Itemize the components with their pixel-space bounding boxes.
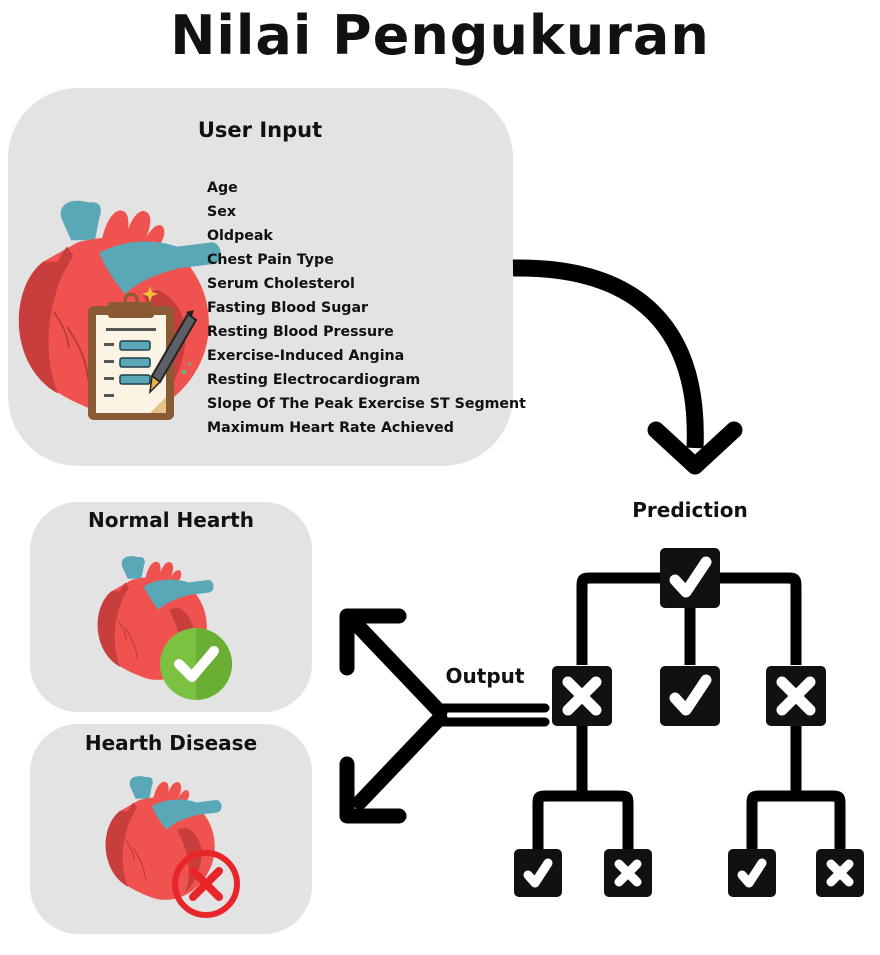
tree-left-cross-icon — [552, 666, 612, 726]
tree-leaf-check-icon — [728, 849, 776, 897]
input-item: Sex — [207, 204, 236, 220]
tree-leaf-cross-icon — [604, 849, 652, 897]
decision-tree-icon — [514, 548, 864, 897]
user-input-list: Age Sex Oldpeak Chest Pain Type Serum Ch… — [207, 176, 526, 440]
output-label: Output — [445, 664, 525, 688]
arrow-to-prediction — [512, 259, 743, 475]
input-item: Resting Blood Pressure — [207, 324, 394, 340]
prediction-label: Prediction — [632, 498, 748, 522]
output-arrows — [339, 608, 550, 824]
normal-output-title: Normal Hearth — [88, 508, 254, 532]
tree-right-cross-icon — [766, 666, 826, 726]
input-item: Resting Electrocardiogram — [207, 372, 421, 388]
input-item: Exercise-Induced Angina — [207, 348, 405, 364]
input-item: Serum Cholesterol — [207, 276, 355, 292]
disease-output-title: Hearth Disease — [84, 731, 258, 755]
cross-badge-icon — [172, 850, 240, 918]
clipboard-icon — [88, 292, 174, 420]
input-item: Maximum Heart Rate Achieved — [207, 420, 454, 436]
input-item: Oldpeak — [207, 228, 273, 244]
page-title: Nilai Pengukuran — [170, 4, 710, 67]
tree-mid-check-icon — [660, 666, 720, 726]
sparkle-icon — [142, 286, 192, 375]
input-item: Slope Of The Peak Exercise ST Segment — [207, 396, 526, 412]
tree-leaf-check-icon — [514, 849, 562, 897]
pen-icon — [148, 310, 198, 395]
check-badge-icon — [160, 628, 232, 700]
input-item: Age — [207, 180, 238, 196]
input-item: Chest Pain Type — [207, 252, 334, 268]
tree-leaf-cross-icon — [816, 849, 864, 897]
input-item: Fasting Blood Sugar — [207, 300, 369, 316]
user-input-title: User Input — [197, 118, 323, 142]
tree-root-check-icon — [660, 548, 720, 608]
